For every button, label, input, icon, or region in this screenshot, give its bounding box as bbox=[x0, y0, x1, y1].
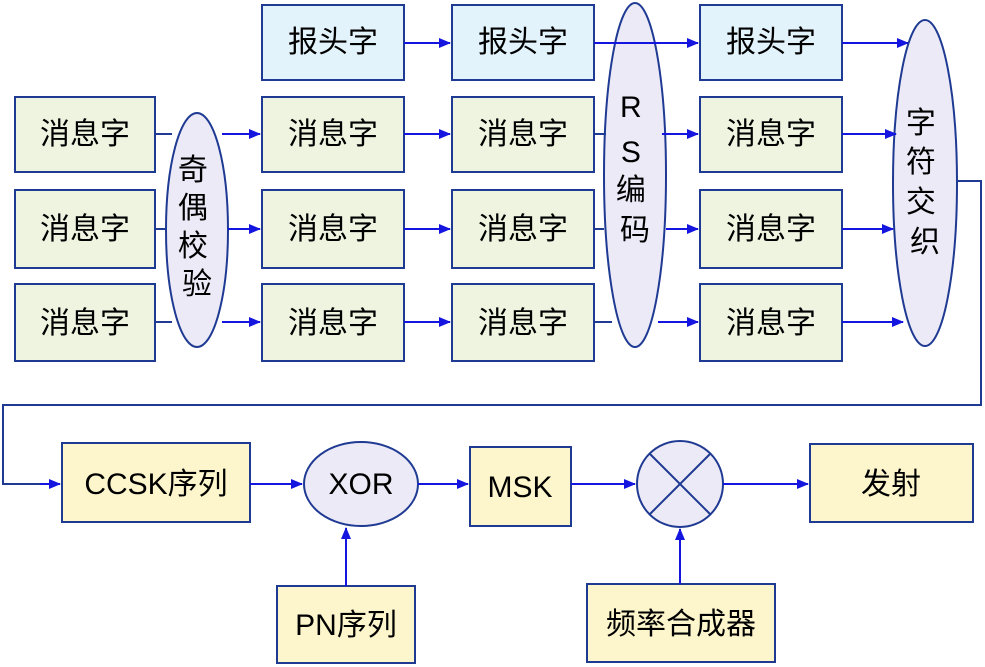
interleave-to-ccsk-connector bbox=[2, 180, 982, 485]
rs-encode-label: R S 编 码 bbox=[616, 91, 654, 247]
msg-label-c3-2: 消息字 bbox=[478, 213, 568, 246]
pn-box bbox=[276, 585, 416, 664]
input-message-column: 消息字 消息字 消息字 bbox=[14, 96, 156, 362]
msg-box-c4-2 bbox=[699, 189, 843, 269]
msg-label-c2-1: 消息字 bbox=[288, 118, 378, 151]
msg-label-c4-3: 消息字 bbox=[726, 307, 816, 340]
msg-box-c2-1 bbox=[261, 96, 405, 173]
header-box-1 bbox=[261, 4, 405, 81]
rs-encode-node: R S 编 码 bbox=[603, 2, 667, 348]
header-label-3: 报头字 bbox=[726, 26, 816, 59]
message-column-4: 消息字 消息字 消息字 bbox=[699, 96, 843, 362]
header-row: 报头字 报头字 报头字 bbox=[261, 4, 843, 81]
xor-label: XOR bbox=[328, 468, 393, 501]
message-column-2: 消息字 消息字 消息字 bbox=[261, 96, 405, 362]
msg-box-c3-3 bbox=[451, 283, 595, 362]
input-msg-label-3: 消息字 bbox=[40, 307, 130, 340]
interleave-node: 字 符 交 织 bbox=[892, 19, 958, 347]
header-box-2 bbox=[451, 4, 595, 81]
transmit-box bbox=[809, 443, 974, 523]
input-msg-label-2: 消息字 bbox=[40, 213, 130, 246]
interleave-ellipse bbox=[892, 19, 958, 347]
msg-box-c4-3 bbox=[699, 283, 843, 362]
msg-box-c2-2 bbox=[261, 189, 405, 269]
lower-chain: CCSK序列 XOR MSK 发射 PN序列 频率合成器 bbox=[61, 440, 974, 664]
msg-box-c2-3 bbox=[261, 283, 405, 362]
header-label-2: 报头字 bbox=[478, 26, 568, 59]
msg-label-c3-1: 消息字 bbox=[478, 118, 568, 151]
msg-label-c4-2: 消息字 bbox=[726, 213, 816, 246]
msg-label-c2-3: 消息字 bbox=[288, 307, 378, 340]
ccsk-box bbox=[61, 442, 251, 523]
rs-encode-ellipse bbox=[603, 2, 667, 348]
freq-synth-label: 频率合成器 bbox=[606, 608, 756, 641]
msg-label-c4-1: 消息字 bbox=[726, 118, 816, 151]
mixer-cross-2 bbox=[649, 453, 711, 515]
msg-box-c4-1 bbox=[699, 96, 843, 173]
parity-check-node: 奇 偶 校 验 bbox=[165, 112, 229, 348]
msk-label: MSK bbox=[487, 471, 552, 504]
ccsk-label: CCSK序列 bbox=[84, 468, 227, 501]
msk-box bbox=[469, 446, 572, 527]
interleave-label: 字 符 交 织 bbox=[906, 107, 944, 259]
header-label-1: 报头字 bbox=[288, 26, 378, 59]
message-column-3: 消息字 消息字 消息字 bbox=[451, 96, 595, 362]
header-box-3 bbox=[699, 4, 843, 81]
transmit-label: 发射 bbox=[861, 468, 921, 501]
parity-check-label: 奇 偶 校 验 bbox=[178, 154, 216, 301]
msg-label-c3-3: 消息字 bbox=[478, 307, 568, 340]
input-msg-label-1: 消息字 bbox=[40, 118, 130, 151]
input-msg-box-3 bbox=[14, 283, 156, 362]
upper-arrows bbox=[155, 38, 909, 327]
input-msg-box-2 bbox=[14, 189, 156, 269]
msg-box-c3-2 bbox=[451, 189, 595, 269]
msg-label-c2-2: 消息字 bbox=[288, 213, 378, 246]
pn-label: PN序列 bbox=[295, 609, 397, 642]
